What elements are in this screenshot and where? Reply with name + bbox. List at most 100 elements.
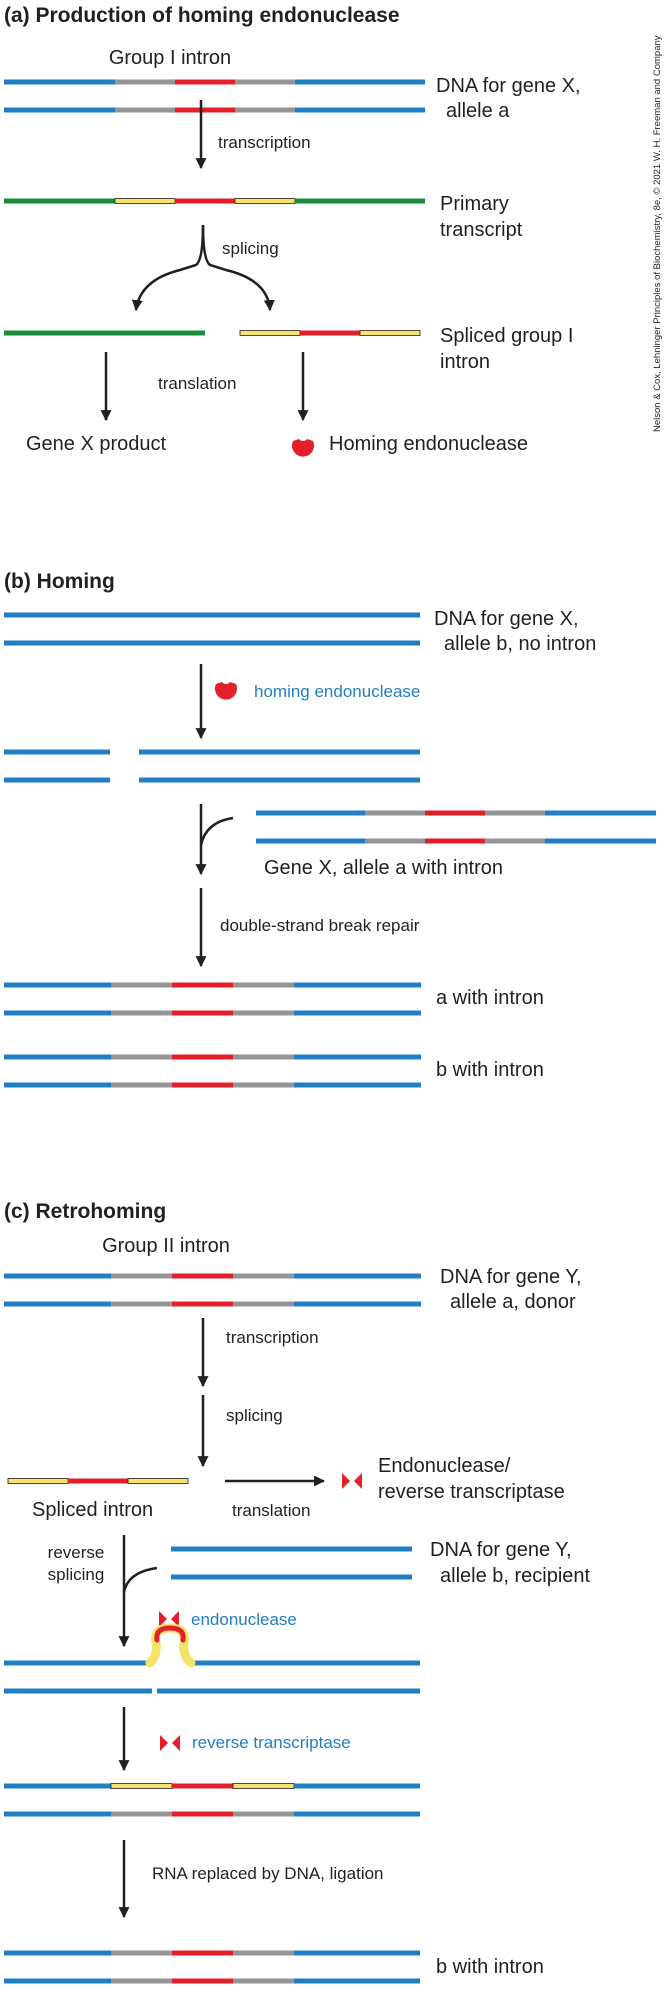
dna-label-line-1: DNA for gene X, [436,75,581,97]
strand-segment-dna [139,749,420,755]
dna-c-label-line-2: allele a, donor [450,1291,576,1313]
strand-segment-intron-dna [111,1054,172,1060]
spliced-group-i-intron [239,330,421,336]
result-a-label: a with intron [436,987,544,1009]
strand-segment-intron-dna [233,1950,294,1956]
dna-gene-x-allele-b [4,612,420,646]
strand-segment-rna-intron [232,1783,295,1789]
dna-b-label-line-2: allele b, no intron [444,633,596,655]
strand-segment-dna [4,1301,111,1307]
dna-c-label-line-1: DNA for gene Y, [440,1266,582,1288]
strand-segment-dna [4,1811,111,1817]
translation-label-c: translation [232,1501,310,1520]
repair-label: double-strand break repair [220,916,420,935]
intron-rna-loop [145,1623,196,1668]
recipient-bottom-right [157,1688,420,1694]
reverse-label-line-1: reverse [48,1543,105,1562]
strand-segment-core [172,1010,233,1016]
strand-segment-intron-dna [233,1811,294,1817]
strand-segment-dna [4,982,111,988]
homing-endonuclease-icon-b [215,682,237,700]
transcription-label: transcription [218,133,311,152]
strand-segment-core [175,107,235,113]
splicing-label: splicing [222,239,279,258]
strand-segment-intron-dna [485,810,545,816]
primary-transcript [4,198,425,204]
strand-segment-dna [4,1054,111,1060]
strand-segment-dna [4,1688,152,1694]
strand-segment-dna [294,1301,421,1307]
gene-x-product-label: Gene X product [26,433,167,455]
strand-segment-core [172,982,233,988]
primary-label-line-1: Primary [440,193,509,215]
strand-segment-core [68,1478,128,1484]
donor-gene-x-allele-a [256,810,656,844]
strand-segment-rna-exon [4,330,205,336]
result-b-label: b with intron [436,1059,544,1081]
strand-segment-dna [4,1783,111,1789]
strand-segment-intron-dna [111,1301,172,1307]
recipient-top-left [4,1660,150,1666]
intermediate-top-strand [4,1783,420,1789]
translation-label: translation [158,374,236,393]
strand-segment-intron-dna [111,1811,172,1817]
strand-segment-dna [294,1273,421,1279]
strand-segment-rna-intron [234,198,296,204]
strand-segment-rna-exon [4,198,115,204]
strand-segment-dna [256,838,365,844]
strand-segment-rna-exon [295,198,425,204]
strand-segment-dna [4,79,115,85]
strand-segment-intron-dna [111,1082,172,1088]
rna-replaced-label: RNA replaced by DNA, ligation [152,1864,384,1883]
strand-segment-intron-dna [115,107,175,113]
strand-segment-intron-dna [233,1010,294,1016]
panel-c-title: (c) Retrohoming [4,1200,166,1223]
strand-segment-intron-dna [115,79,175,85]
strand-segment-rna-intron [110,1783,173,1789]
recipient-top-right [191,1660,420,1666]
splicing-label-c: splicing [226,1406,283,1425]
result-b-with-intron [4,1054,421,1088]
panel-a-title: (a) Production of homing endonuclease [4,4,400,27]
strand-segment-dna [4,1082,111,1088]
strand-segment-intron-dna [235,107,295,113]
strand-segment-core [172,1783,233,1789]
strand-segment-dna [4,107,115,113]
strand-segment-core [172,1950,233,1956]
strand-segment-core [425,810,485,816]
reverse-label-line-2: splicing [48,1565,105,1584]
strand-segment-intron-dna [233,1273,294,1279]
strand-segment-intron-dna [365,838,425,844]
strand-segment-rna-intron [7,1478,69,1484]
strand-segment-intron-dna [111,1273,172,1279]
strand-segment-core [425,838,485,844]
strand-segment-dna [295,107,425,113]
strand-segment-dna [294,1978,420,1984]
homing-endonuclease-icon [292,439,314,457]
strand-segment-dna [545,810,656,816]
strand-segment-dna [4,1660,150,1666]
strand-segment-dna [4,1978,111,1984]
primary-label-line-2: transcript [440,219,523,241]
strand-segment-core [172,1811,233,1817]
cut-dna-right [139,749,420,783]
panel-a: (a) Production of homing endonuclease Gr… [4,4,581,457]
strand-segment-rna-intron [239,330,301,336]
strand-segment-dna [294,1811,420,1817]
final-result-label: b with intron [436,1956,544,1978]
strand-segment-dna [294,1010,421,1016]
strand-segment-dna [4,777,110,783]
recipient-pairing-line [122,1566,158,1593]
strand-segment-dna [4,1010,111,1016]
endonuclease-rt-icon [342,1473,362,1489]
strand-segment-dna [294,982,421,988]
dna-gene-x-allele-a [4,79,425,113]
recipient-bottom-left [4,1688,152,1694]
strand-segment-core [172,1978,233,1984]
strand-segment-intron-dna [233,1054,294,1060]
endonuclease-label: endonuclease [191,1610,297,1629]
strand-segment-dna [294,1054,421,1060]
strand-segment-rna-intron [114,198,176,204]
strand-segment-core [172,1054,233,1060]
